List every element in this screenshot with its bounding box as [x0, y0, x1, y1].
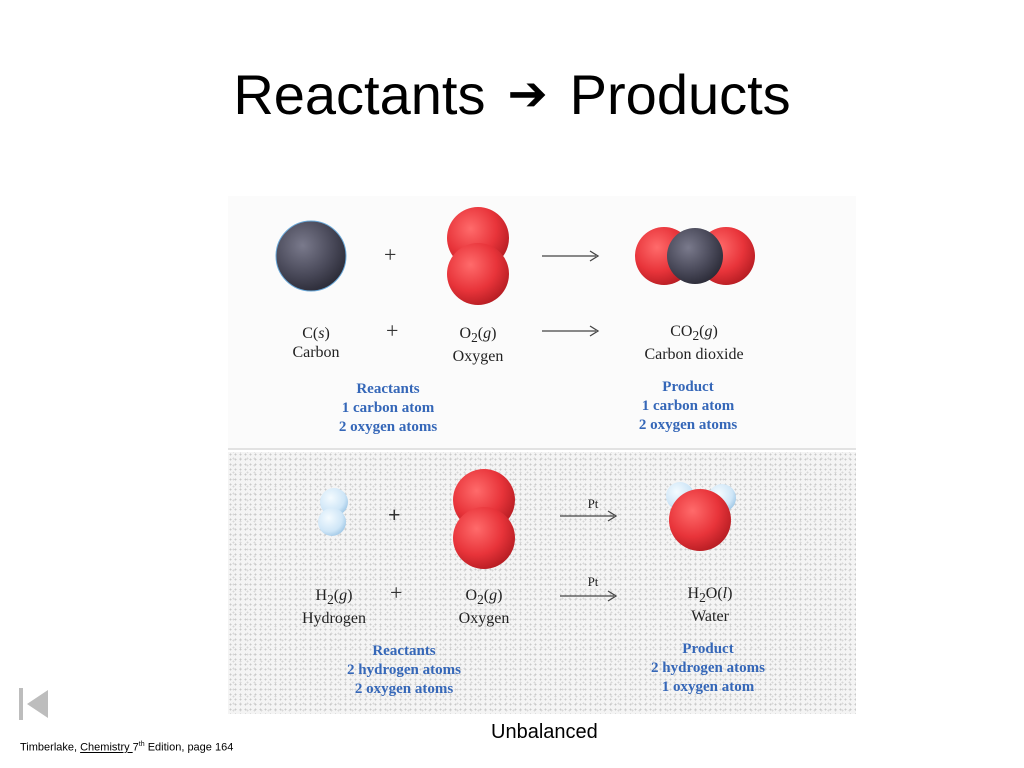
reaction-arrow [560, 510, 618, 602]
title-products: Products [569, 63, 791, 126]
plus-sign: + [386, 318, 399, 343]
oxygen-label: O2(g) Oxygen [458, 587, 510, 628]
oxygen-atom [669, 489, 731, 551]
reaction-arrow [542, 250, 600, 337]
hydrogen-reaction-models [318, 469, 736, 602]
plus-sign: + [388, 502, 401, 527]
water-label: H2O(l) Water [687, 585, 733, 626]
oxygen-label: O2(g) Oxygen [452, 325, 504, 366]
hydrogen-reaction-panel: + + Pt Pt H2(g) Hydrogen O2(g) Oxygen H2… [228, 452, 856, 714]
reactants-summary: Reactants 2 hydrogen atoms 2 oxygen atom… [347, 643, 461, 697]
hydrogen-label: H2(g) Hydrogen [302, 587, 366, 628]
carbon-atom [275, 220, 347, 292]
arrow-icon: ➔ [507, 68, 548, 121]
carbon-label: C(s) Carbon [292, 325, 340, 361]
slide-title: Reactants ➔ Products [0, 62, 1024, 127]
panel-divider [228, 448, 856, 450]
title-reactants: Reactants [233, 63, 486, 126]
hydrogen-atom [318, 508, 346, 536]
reaction-figure: + + C(s) Carbon O2(g) Oxygen CO2(g) Carb… [228, 196, 856, 714]
plus-sign: + [384, 242, 397, 267]
oxygen-atom [453, 507, 515, 569]
carbon-reaction-models [275, 207, 755, 337]
catalyst-label: Pt [587, 496, 599, 511]
reactants-summary: Reactants 1 carbon atom 2 oxygen atoms [338, 381, 438, 435]
product-summary: Product 2 hydrogen atoms 1 oxygen atom [651, 641, 765, 695]
caption-unbalanced: Unbalanced [491, 721, 598, 743]
citation: Timberlake, Chemistry 7th Edition, page … [20, 741, 234, 754]
carbon-dioxide-label: CO2(g) Carbon dioxide [644, 323, 744, 364]
oxygen-atom [447, 243, 509, 305]
product-summary: Product 1 carbon atom 2 oxygen atoms [638, 379, 738, 433]
catalyst-label: Pt [587, 574, 599, 589]
plus-sign: + [390, 580, 403, 605]
carbon-reaction-panel: + + C(s) Carbon O2(g) Oxygen CO2(g) Carb… [228, 196, 856, 448]
first-slide-icon[interactable] [18, 688, 50, 720]
carbon-atom [667, 228, 723, 284]
